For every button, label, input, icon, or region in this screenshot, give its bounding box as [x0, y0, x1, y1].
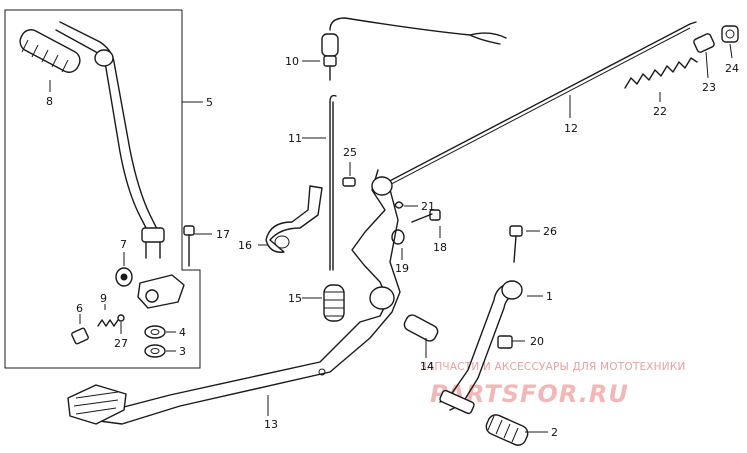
callout-10: 10: [285, 55, 299, 68]
callout-12: 12: [564, 122, 578, 135]
shift-lever-part-1: [439, 280, 523, 415]
shift-rubber-part-2: [485, 414, 529, 446]
callout-14: 14: [420, 360, 434, 373]
kick-grip-part-8: [19, 29, 81, 73]
callout-1: 1: [546, 290, 553, 303]
kick-boss: [137, 274, 185, 309]
callout-5: 5: [206, 96, 213, 109]
joint-part-23: [693, 33, 715, 53]
leader-lines: [49, 43, 733, 433]
callout-16: 16: [238, 239, 252, 252]
spring-part-9: [97, 319, 119, 327]
rod-part-11: [329, 94, 337, 271]
callout-4: 4: [179, 326, 186, 339]
callout-6: 6: [76, 302, 83, 315]
callout-18: 18: [433, 241, 447, 254]
callout-11: 11: [288, 132, 302, 145]
collar-part-14: [403, 314, 439, 342]
watermark-caption: ЗАПЧАСТИ И АКСЕССУАРЫ ДЛЯ МОТОТЕХНИКИ: [420, 361, 686, 373]
callout-19: 19: [395, 262, 409, 275]
washer-part-7: [115, 267, 133, 287]
callout-25: 25: [343, 146, 357, 159]
ball-part-27: [117, 314, 125, 322]
callout-15: 15: [288, 292, 302, 305]
clip-part-21: [394, 201, 404, 209]
nut-part-20: [497, 335, 513, 349]
washer-part-3: [144, 344, 166, 358]
bolt-part-17: [183, 225, 212, 267]
washer-part-4: [144, 325, 166, 339]
kick-arm-part-5: [55, 21, 165, 259]
nut-part-24: [721, 25, 739, 43]
callout-9: 9: [100, 292, 107, 305]
callout-22: 22: [653, 105, 667, 118]
spring-part-15: [323, 284, 345, 322]
pin-part-25: [342, 177, 356, 187]
cable-part-10: [321, 17, 507, 81]
callout-7: 7: [120, 238, 127, 251]
spring-part-22: [624, 57, 698, 89]
callout-26: 26: [543, 225, 557, 238]
callout-8: 8: [46, 95, 53, 108]
bolt-part-26: [509, 225, 523, 263]
brake-rod-part-12: [379, 21, 697, 191]
callout-21: 21: [421, 200, 435, 213]
callout-13: 13: [264, 418, 278, 431]
set-screw-part-6: [71, 327, 89, 345]
bolt-part-18: [411, 209, 441, 223]
callout-20: 20: [530, 335, 544, 348]
assembly-frame: [4, 9, 201, 369]
stay-part-16: [265, 185, 323, 253]
callout-27: 27: [114, 337, 128, 350]
callout-labels: 1 2 3 4 5 6 7 8 9 10 11 12 13 14 15 16 1…: [46, 55, 739, 439]
brake-pedal-part-13: [67, 169, 401, 425]
callout-23: 23: [702, 81, 716, 94]
callout-3: 3: [179, 345, 186, 358]
callout-24: 24: [725, 62, 739, 75]
callout-2: 2: [551, 426, 558, 439]
callout-17: 17: [216, 228, 230, 241]
